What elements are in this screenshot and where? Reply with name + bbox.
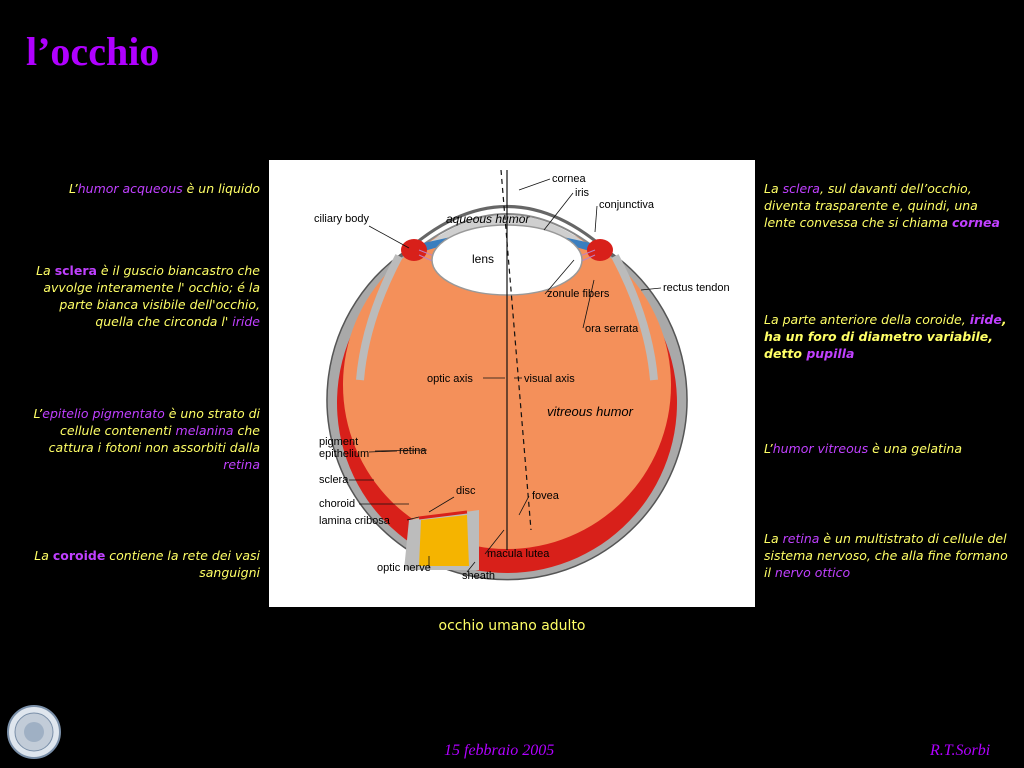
visual-axis-line <box>500 169 532 531</box>
note-sclera: La sclera è il guscio biancastro che avv… <box>36 263 260 329</box>
label-retina: retina <box>399 445 427 457</box>
label-choroid: choroid <box>319 498 355 510</box>
label-iris: iris <box>575 187 590 199</box>
note-aqueous-humor: L’humor acqueous è un liquido <box>69 181 260 196</box>
note-pigment-epithelium: L’epitelio pigmentato è uno strato di ce… <box>33 406 260 472</box>
label-fovea: fovea <box>532 490 560 502</box>
note-iris: La parte anteriore della coroide, iride,… <box>764 312 1007 361</box>
lamina-cribosa-line <box>418 510 468 520</box>
label-optic-nerve: optic nerve <box>377 562 431 574</box>
rectus-tendon-right <box>611 254 658 381</box>
label-lamina-cribosa: lamina cribosa <box>319 515 391 527</box>
note-vitreous-humor: L’humor vitreous è una gelatina <box>764 441 963 456</box>
label-sheath: sheath <box>462 570 495 582</box>
ciliary-body-right <box>587 239 613 261</box>
label-vitreous-humor: vitreous humor <box>547 404 634 419</box>
slide-title: l’occhio <box>26 29 160 74</box>
note-cornea: La sclera, sul davanti dell’occhio, dive… <box>764 181 1000 230</box>
label-rectus-tendon: rectus tendon <box>663 282 730 294</box>
eye-diagram: cornea iris conjunctiva ciliary body aqu… <box>269 160 755 607</box>
university-seal-logo <box>6 704 62 760</box>
label-ora-serrata: ora serrata <box>585 323 639 335</box>
label-visual-axis: visual axis <box>524 373 575 385</box>
label-macula-lutea: macula lutea <box>487 548 550 560</box>
rectus-tendon-left <box>356 254 403 381</box>
label-epithelium: epithelium <box>319 448 369 460</box>
label-lens: lens <box>472 252 494 266</box>
ciliary-body-left <box>401 239 427 261</box>
label-ciliary-body: ciliary body <box>314 213 370 225</box>
footer-date: 15 febbraio 2005 <box>444 742 555 759</box>
eye-svg: cornea iris conjunctiva ciliary body aqu… <box>314 169 730 582</box>
label-sclera: sclera <box>319 474 349 486</box>
label-cornea: cornea <box>552 173 587 185</box>
label-pigment: pigment <box>319 436 358 448</box>
optic-nerve <box>419 515 469 566</box>
note-retina: La retina è un multistrato di cellule de… <box>764 531 1008 580</box>
leader-lines <box>349 178 662 573</box>
label-conjunctiva: conjunctiva <box>599 199 655 211</box>
label-zonule-fibers: zonule fibers <box>547 288 610 300</box>
label-optic-axis: optic axis <box>427 373 473 385</box>
footer-author: R.T.Sorbi <box>930 742 991 759</box>
label-disc: disc <box>456 485 476 497</box>
label-aqueous-humor: aqueous humor <box>446 212 530 226</box>
figure-caption: occhio umano adulto <box>438 618 586 634</box>
note-choroid: La coroide contiene la rete dei vasi san… <box>34 548 260 580</box>
